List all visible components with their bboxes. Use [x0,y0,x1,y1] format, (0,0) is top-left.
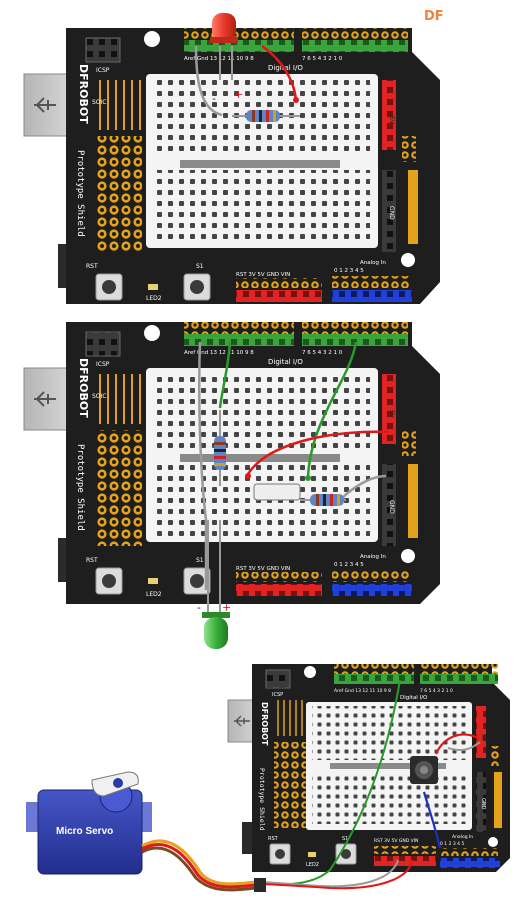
s1-label: S1 [342,836,348,842]
digital-io-label: Digital I/O [268,358,303,366]
brand-label: DFROBOT [260,702,269,746]
icsp-label: ICSP [96,361,110,368]
analog-in-label: Analog In [452,834,473,840]
led2-label: LED2 [306,862,319,868]
green-led [202,520,230,649]
digital-io-label: Digital I/O [268,64,303,72]
top-pins-left: Aref Gnd 13 12 11 10 9 8 [334,688,391,694]
power-pins-label: RST 3V 5V GND VIN [374,838,418,844]
subtitle-label: Prototype Shield [75,150,85,237]
brand-label: DFROBOT [77,64,90,124]
gnd-side-label: GND [480,798,486,810]
resistor-3 [300,494,346,506]
rst-label: RST [86,263,98,270]
icsp-label: ICSP [272,692,283,698]
subtitle-label: Prototype Shield [75,444,85,531]
servo-label: Micro Servo [56,826,113,837]
soic-label: SOIC [92,393,107,400]
digital-io-label: Digital I/O [400,695,428,701]
led-minus: - [212,92,216,105]
diagram-servo: ICSP DFROBOT Prototype Shield Aref Gnd 1… [26,664,510,892]
diagram-led-green: ICSP SOIC DFROBOT Prototype Shield Aref … [23,322,440,649]
brand-label: DFROBOT [77,358,90,418]
power-pins-label: RST 3V 5V GND VIN [236,272,290,278]
led-plus: + [234,88,243,101]
micro-servo: Micro Servo [26,771,152,875]
led2-label: LED2 [146,295,162,302]
led-plus: + [222,601,231,614]
potentiometer [410,756,438,784]
rst-label: RST [86,557,98,564]
top-pins-right: 7 6 5 4 3 2 1 0 [420,688,453,694]
led2-label: LED2 [146,591,162,598]
analog-in-label: Analog In [360,554,386,560]
led-minus: - [197,601,201,614]
top-pins-right: 7 6 5 4 3 2 1 0 [302,56,343,62]
soic-label: SOIC [92,99,107,106]
analog-in-label: Analog In [360,260,386,266]
v5-side-label: 5V [480,734,486,741]
diagram-led-red: ICSP SOIC DFROBOT Prototype Shield Aref … [23,13,440,304]
pushbutton [253,483,301,501]
analog-pins-label: 0 1 2 3 4 5 [334,268,364,274]
s1-label: S1 [196,263,204,270]
power-jack [242,822,254,854]
analog-pins-label: 0 1 2 3 4 5 [440,841,464,847]
subtitle-label: Prototype Shield [258,768,266,831]
top-pins-left: Aref Gnd 13 12 11 10 9 8 [184,350,254,356]
red-led [210,13,238,80]
power-pins-label: RST 3V 5V GND VIN [236,566,290,572]
df-corner-tag: DF [424,9,444,24]
analog-pins-label: 0 1 2 3 4 5 [334,562,364,568]
gnd-side-label: GND [388,500,395,514]
v5-side-label: 5V [388,116,395,125]
top-pins-right: 7 6 5 4 3 2 1 0 [302,350,343,356]
icsp-label: ICSP [96,67,110,74]
v5-side-label: 5V [388,410,395,419]
resistor-1 [232,110,300,122]
gnd-side-label: GND [388,206,395,220]
resistor-2 [214,410,226,486]
s1-label: S1 [196,557,204,564]
rst-label: RST [268,836,279,842]
